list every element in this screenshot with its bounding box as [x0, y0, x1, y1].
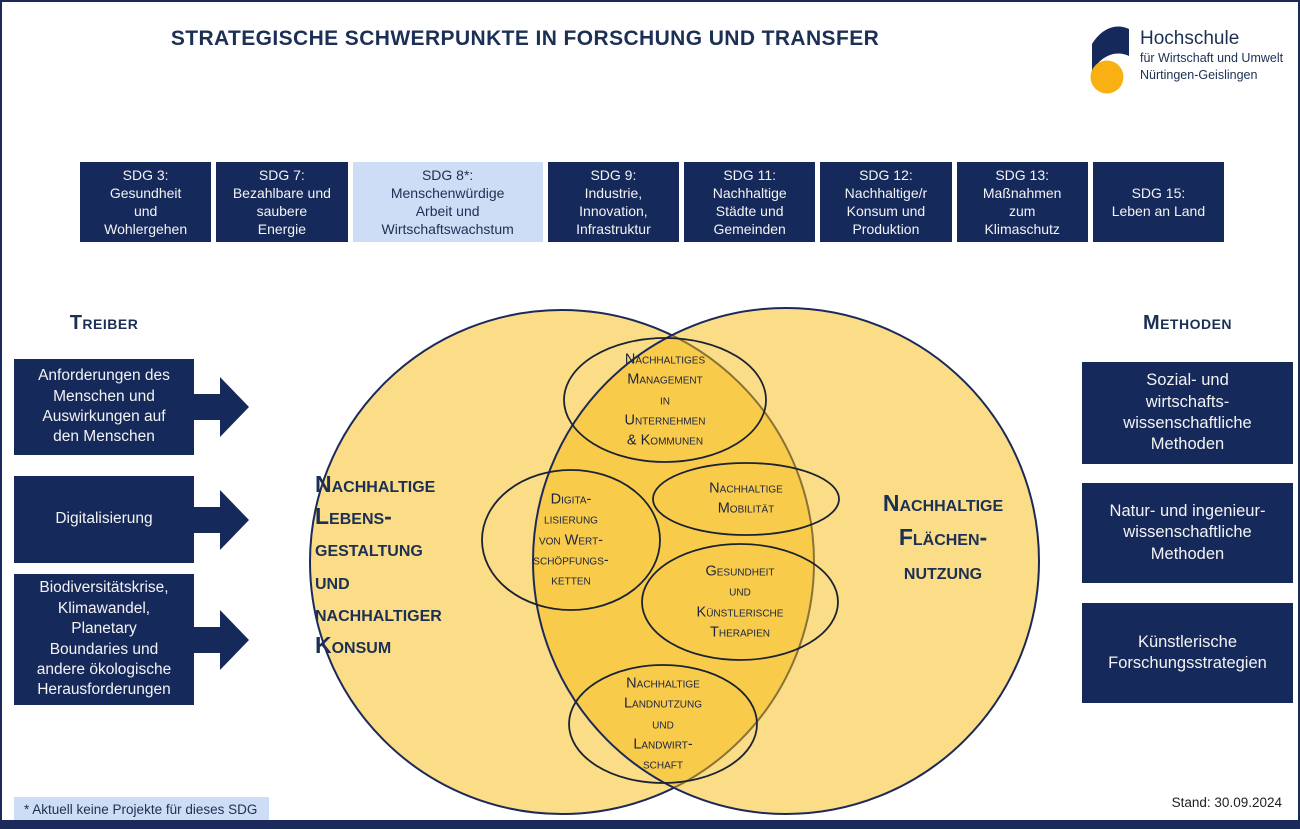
venn-topic-gesundheit: Gesundheit und Künstlerische Therapien: [696, 563, 784, 641]
sdg-box-11: SDG 11: Nachhaltige Städte und Gemeinden: [684, 162, 816, 242]
venn-ellipse-digitalisierung: [481, 469, 661, 611]
right-arrow-icon: [192, 610, 249, 670]
methoden-box-1: Sozial- und wirtschafts- wissenschaftlic…: [1082, 362, 1293, 464]
bottom-border-bar: [2, 820, 1298, 827]
venn-ellipse-mobilitaet: [652, 462, 840, 536]
treiber-heading: Treiber: [69, 312, 139, 334]
hfwu-logo: Hochschule für Wirtschaft und Umwelt Nür…: [1090, 20, 1283, 98]
logo-circle-icon: [1090, 60, 1124, 94]
treiber-box-2: Digitalisierung: [14, 476, 194, 563]
treiber-box-3: Biodiversitätskrise, Klimawandel, Planet…: [14, 574, 194, 705]
page-title: STRATEGISCHE SCHWERPUNKTE IN FORSCHUNG U…: [170, 27, 880, 50]
venn-topic-mobilitaet: Nachhaltige Mobilität: [709, 480, 783, 517]
sdg-box-12: SDG 12: Nachhaltige/r Konsum und Produkt…: [820, 162, 952, 242]
date-stamp: Stand: 30.09.2024: [1171, 795, 1282, 810]
venn-right-circle: [532, 307, 1040, 815]
methoden-box-3: Künstlerische Forschungsstrategien: [1082, 603, 1293, 703]
venn-right-circle-label: Nachhaltige Flächen- nutzung: [882, 490, 1004, 585]
venn-ellipse-management: [563, 337, 767, 463]
treiber-box-1: Anforderungen des Menschen und Auswirkun…: [14, 359, 194, 455]
logo-flag-icon: [1092, 26, 1129, 71]
logo-subtitle-1: für Wirtschaft und Umwelt: [1140, 50, 1284, 65]
logo-text: Hochschule für Wirtschaft und Umwelt Nür…: [1140, 20, 1283, 84]
sdg-box-8: SDG 8*: Menschenwürdige Arbeit und Wirts…: [352, 162, 543, 242]
venn-topic-management: Nachhaltiges Management in Unternehmen &…: [624, 351, 706, 449]
sdg-box-7: SDG 7: Bezahlbare und saubere Energie: [216, 162, 348, 242]
venn-topic-landnutzung: Nachhaltige Landnutzung und Landwirt- sc…: [623, 675, 703, 773]
right-arrow-icon: [192, 490, 249, 550]
venn-topic-digitalisierung: Digita- lisierung von Wert- schöpfungs- …: [533, 491, 609, 589]
methoden-box-2: Natur- und ingenieur- wissenschaftliche …: [1082, 483, 1293, 583]
logo-subtitle-2: Nürtingen-Geislingen: [1140, 67, 1258, 82]
sdg-box-3: SDG 3: Gesundheit und Wohlergehen: [80, 162, 212, 242]
methoden-heading: Methoden: [1142, 312, 1233, 334]
sdg-box-13: SDG 13: Maßnahmen zum Klimaschutz: [956, 162, 1088, 242]
sdg-box-9: SDG 9: Industrie, Innovation, Infrastruk…: [547, 162, 680, 242]
logo-mark-icon: [1090, 26, 1129, 94]
sdg-box-15: SDG 15: Leben an Land: [1092, 162, 1225, 242]
right-arrow-icon: [192, 377, 249, 437]
footnote: * Aktuell keine Projekte für dieses SDG: [14, 797, 270, 823]
venn-ellipse-gesundheit: [641, 543, 839, 661]
venn-left-circle-label: Nachhaltige Lebens- gestaltung und nachh…: [315, 471, 442, 658]
venn-ellipse-landnutzung: [568, 664, 758, 784]
sdg-row: SDG 3: Gesundheit und Wohlergehen SDG 7:…: [80, 162, 1225, 242]
logo-name: Hochschule: [1140, 28, 1240, 49]
